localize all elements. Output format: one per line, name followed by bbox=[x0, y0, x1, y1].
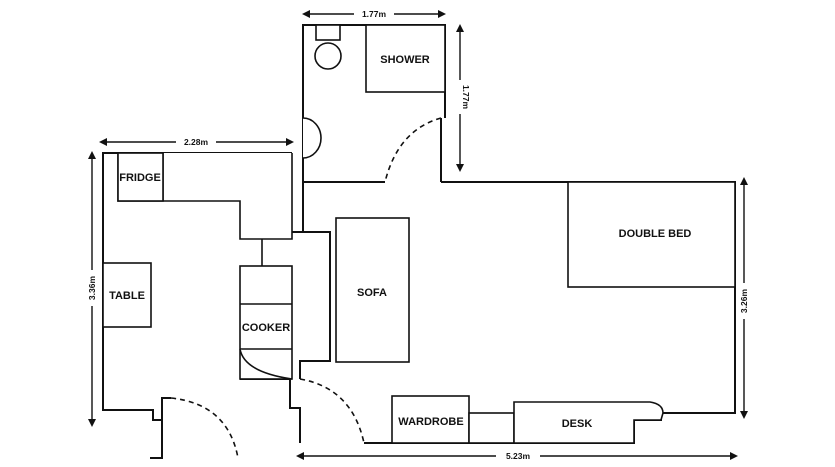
partition-wall bbox=[299, 182, 331, 379]
total-width-label: 5.23m bbox=[506, 451, 531, 461]
dimension-kitchen-width: 2.28m bbox=[99, 135, 294, 148]
sink-icon bbox=[302, 117, 322, 159]
kitchen-height-label: 3.36m bbox=[87, 276, 97, 301]
kitchen-outer-wall bbox=[102, 152, 292, 421]
living-door-swing bbox=[299, 378, 365, 444]
wardrobe-label: WARDROBE bbox=[398, 416, 463, 428]
sofa bbox=[335, 217, 410, 363]
bathroom-door-swing bbox=[384, 117, 442, 183]
kitchen-lower-wall bbox=[150, 420, 163, 459]
wardrobe-shelf bbox=[468, 412, 515, 444]
toilet-icon bbox=[314, 24, 342, 70]
table bbox=[102, 262, 152, 328]
sofa-label: SOFA bbox=[357, 287, 387, 299]
dimension-living-height: 3.26m bbox=[737, 177, 751, 419]
entrance-door-swing bbox=[170, 397, 239, 459]
double-bed-label: DOUBLE BED bbox=[619, 228, 692, 240]
table-label: TABLE bbox=[109, 290, 145, 302]
bathroom-width-label: 1.77m bbox=[362, 9, 387, 19]
dimension-kitchen-height: 3.36m bbox=[85, 151, 99, 427]
desk-label: DESK bbox=[562, 418, 593, 430]
kitchen-wall bbox=[240, 378, 301, 443]
living-height-label: 3.26m bbox=[739, 289, 749, 314]
cooker-arc bbox=[239, 348, 293, 380]
shower bbox=[365, 24, 446, 93]
fridge-label: FRIDGE bbox=[119, 172, 161, 184]
kitchen-width-label: 2.28m bbox=[184, 137, 209, 147]
desk bbox=[513, 401, 664, 444]
fridge bbox=[117, 152, 164, 202]
cooker-label: COOKER bbox=[242, 322, 290, 334]
dimension-bathroom-height: 1.77m bbox=[453, 24, 471, 172]
shower-label: SHOWER bbox=[380, 54, 430, 66]
bathroom-height-label: 1.77m bbox=[461, 85, 471, 110]
double-bed bbox=[567, 181, 736, 288]
dimension-total-width: 5.23m bbox=[296, 449, 738, 462]
dimension-bathroom-width: 1.77m bbox=[302, 7, 446, 20]
